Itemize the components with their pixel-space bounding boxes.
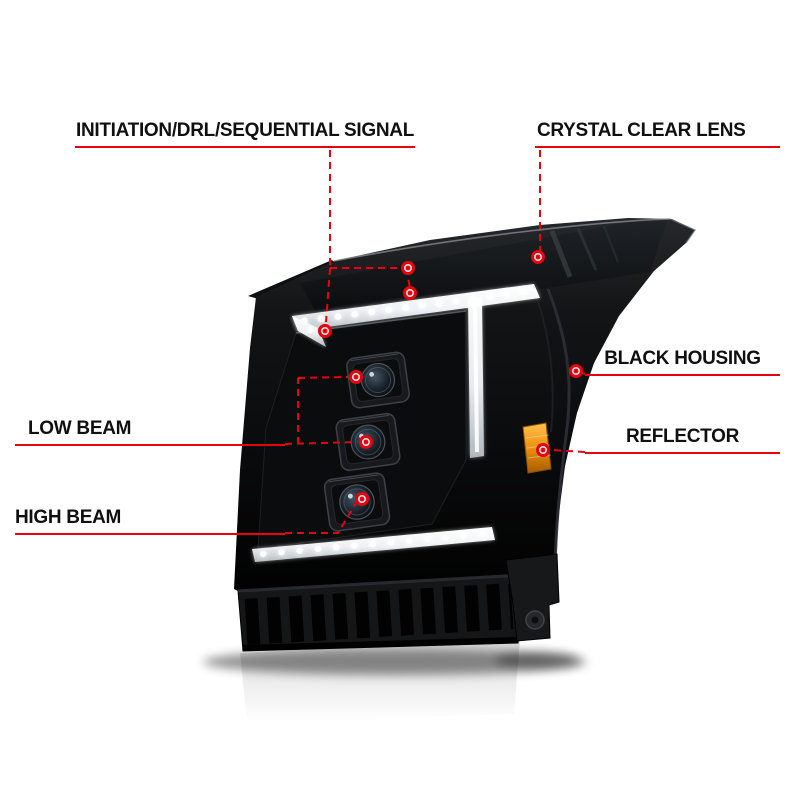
projector-low-beam-upper	[346, 351, 410, 409]
mounting-flange	[237, 573, 523, 652]
callout-label-black-housing: BLACK HOUSING	[585, 348, 780, 376]
callout-text-high-beam: HIGH BEAM	[15, 507, 122, 528]
callout-text-low-beam: LOW BEAM	[28, 418, 132, 439]
drl-vertical-strip	[468, 297, 484, 458]
marker-dot-low-beam-upper	[349, 370, 363, 384]
marker-dot-signal-strip	[403, 286, 417, 300]
clear-lens-region	[300, 221, 667, 316]
top-rim-highlight	[333, 218, 671, 262]
side-ridge-inner	[535, 294, 554, 433]
marker-dot-reflector	[536, 443, 550, 457]
leader-line-signal	[325, 150, 411, 323]
leader-line-reflector	[550, 449, 586, 453]
drl-corner-segment	[292, 316, 326, 347]
callout-text-crystal-clear-lens: CRYSTAL CLEAR LENS	[537, 120, 746, 141]
callout-label-high-beam: HIGH BEAM	[15, 507, 285, 535]
lens-streaks	[549, 225, 619, 278]
callout-text-signal: INITIATION/DRL/SEQUENTIAL SIGNAL	[75, 120, 415, 141]
callout-label-reflector: REFLECTOR	[585, 426, 780, 454]
mounting-bracket	[505, 553, 560, 642]
ground-shadow	[203, 639, 587, 722]
leader-line-high-beam	[285, 502, 357, 534]
marker-dot-high-beam	[355, 492, 369, 506]
marker-dot-low-beam-middle	[359, 435, 373, 449]
projector-low-beam-middle	[335, 412, 401, 472]
marker-dot-lens	[531, 250, 545, 264]
callout-text-black-housing: BLACK HOUSING	[604, 348, 761, 369]
side-ridge	[546, 288, 571, 571]
leader-line-low-beam	[284, 376, 359, 445]
tip-highlight	[669, 218, 697, 244]
callout-text-reflector: REFLECTOR	[625, 426, 740, 447]
drl-top-strip	[292, 284, 540, 331]
marker-dot-signal-corner	[318, 324, 332, 338]
callout-label-low-beam: LOW BEAM	[15, 418, 285, 446]
marker-dot-housing	[569, 364, 583, 378]
drl-bottom-strip	[252, 527, 495, 562]
marker-dot-signal-junction	[401, 261, 415, 275]
marker-dots	[318, 250, 583, 506]
callout-label-crystal-clear-lens: CRYSTAL CLEAR LENS	[535, 120, 780, 148]
callout-label-signal: INITIATION/DRL/SEQUENTIAL SIGNAL	[75, 120, 415, 148]
